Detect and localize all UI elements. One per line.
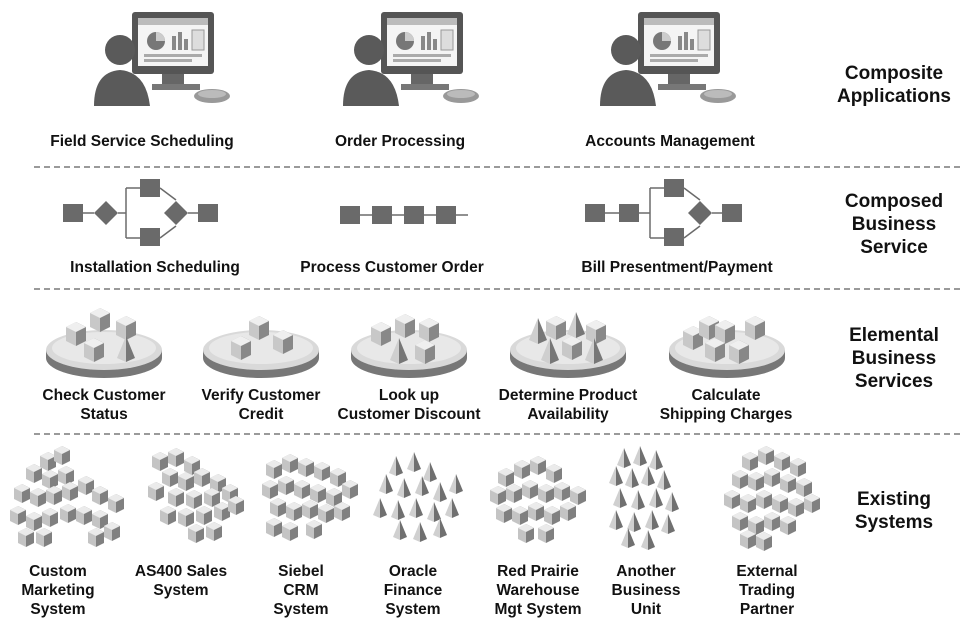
tier-divider [34, 288, 960, 290]
red-prairie-cluster-icon [490, 456, 586, 543]
installation-scheduling-flow-icon [63, 179, 218, 246]
oracle-finance-cluster-icon [373, 452, 463, 542]
tier-divider [34, 166, 960, 168]
system-label-as400-sales: AS400 Sales System [134, 563, 228, 599]
workstation-icon [599, 11, 737, 107]
elemental-label-verify-customer-credit: Verify Customer Credit [201, 387, 321, 423]
system-label-custom-marketing: Custom Marketing System [21, 563, 95, 618]
tier-title-composed-business-service: Composed Business Service [844, 191, 944, 258]
system-label-oracle-finance: Oracle Finance System [383, 563, 443, 618]
custom-marketing-cluster-icon [10, 446, 124, 547]
siebel-crm-cluster-icon [262, 454, 358, 541]
as400-cluster-icon [148, 448, 244, 543]
tier-title-composite-applications: Composite Applications [836, 63, 951, 107]
system-label-siebel-crm: Siebel CRM System [273, 563, 329, 618]
another-unit-cluster-icon [609, 446, 679, 550]
tier-title-elemental-business-services: Elemental Business Services [849, 325, 939, 392]
workstation-icon [93, 11, 231, 107]
external-partner-cluster-icon [724, 446, 820, 551]
service-label-bill-presentment: Bill Presentment/Payment [581, 259, 773, 276]
service-label-installation-scheduling: Installation Scheduling [70, 259, 240, 276]
app-label-accounts-management: Accounts Management [585, 133, 755, 150]
system-label-another-business-unit: Another Business Unit [611, 563, 681, 618]
tier-divider [34, 433, 960, 435]
elemental-label-check-customer-status: Check Customer Status [42, 387, 166, 423]
availability-disk-icon [510, 312, 626, 378]
shipping-disk-icon [669, 316, 785, 378]
system-label-external-trading-partner: External Trading Partner [736, 563, 798, 618]
discount-disk-icon [351, 314, 467, 378]
check-status-disk-icon [46, 308, 162, 378]
verify-credit-disk-icon [203, 316, 319, 378]
workstation-icon [342, 11, 480, 107]
system-label-red-prairie: Red Prairie Warehouse Mgt System [494, 563, 582, 618]
elemental-label-determine-product-availability: Determine Product Availability [498, 387, 638, 423]
elemental-label-look-up-customer-discount: Look up Customer Discount [337, 387, 481, 423]
app-label-field-service-scheduling: Field Service Scheduling [50, 133, 234, 150]
process-order-flow-icon [340, 206, 468, 224]
app-label-order-processing: Order Processing [334, 133, 466, 150]
bill-presentment-flow-icon [585, 179, 742, 246]
elemental-label-calculate-shipping-charges: Calculate Shipping Charges [659, 387, 793, 423]
tier-title-existing-systems: Existing Systems [854, 489, 934, 533]
service-label-process-customer-order: Process Customer Order [300, 259, 484, 276]
